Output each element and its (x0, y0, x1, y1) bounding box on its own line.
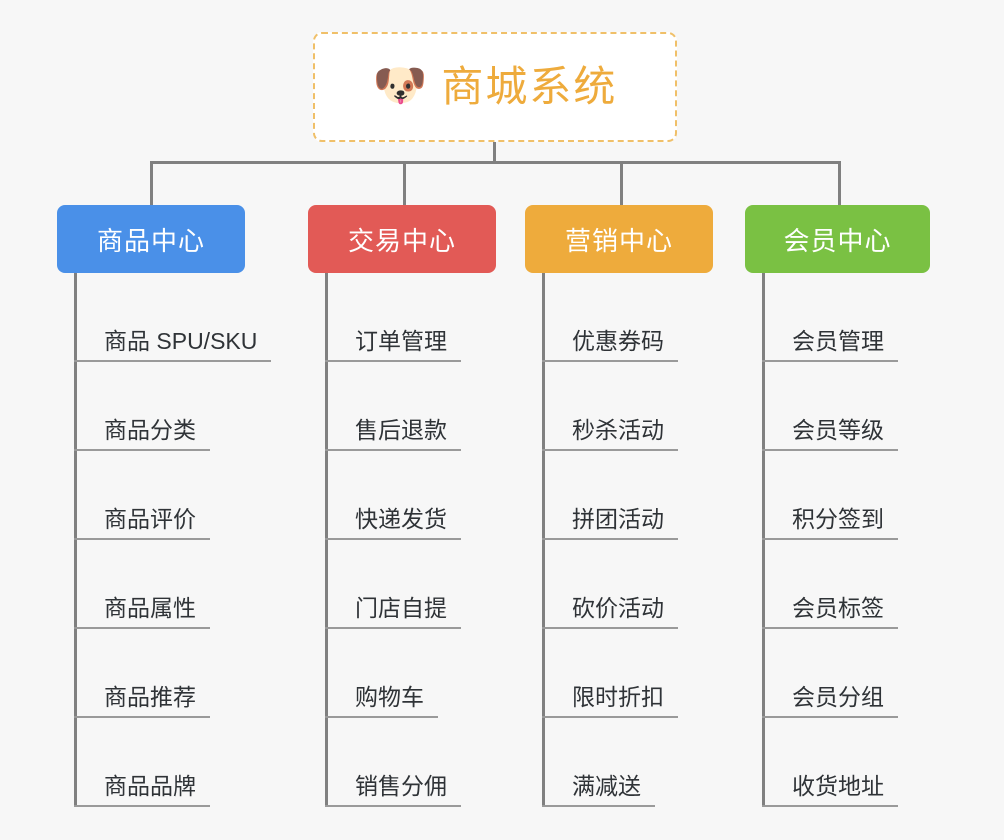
leaf-item[interactable]: 售后退款 (308, 362, 498, 451)
connector-trunk (762, 273, 765, 807)
category-header-member-center[interactable]: 会员中心 (745, 205, 930, 273)
leaf-item[interactable]: 收货地址 (745, 718, 932, 807)
leaf-label: 商品分类 (74, 417, 210, 451)
leaf-label: 销售分佣 (325, 773, 461, 807)
leaf-item[interactable]: 会员等级 (745, 362, 932, 451)
leaf-label: 门店自提 (325, 595, 461, 629)
leaf-list-trade-center: 订单管理 售后退款 快递发货 门店自提 购物车 销售分佣 (308, 273, 498, 807)
connector-drop-1 (150, 161, 153, 205)
leaf-label: 拼团活动 (542, 506, 678, 540)
leaf-item[interactable]: 商品品牌 (57, 718, 247, 807)
column-marketing-center: 营销中心 优惠券码 秒杀活动 拼团活动 砍价活动 限时折扣 满减送 (525, 205, 715, 807)
leaf-label: 满减送 (542, 773, 655, 807)
category-header-trade-center[interactable]: 交易中心 (308, 205, 496, 273)
category-header-product-center[interactable]: 商品中心 (57, 205, 245, 273)
leaf-item[interactable]: 会员分组 (745, 629, 932, 718)
leaf-label: 商品属性 (74, 595, 210, 629)
connector-drop-3 (620, 161, 623, 205)
leaf-item[interactable]: 销售分佣 (308, 718, 498, 807)
dog-face-icon: 🐶 (372, 61, 428, 110)
leaf-item[interactable]: 积分签到 (745, 451, 932, 540)
leaf-item[interactable]: 会员标签 (745, 540, 932, 629)
leaf-label: 限时折扣 (542, 684, 678, 718)
leaf-label: 商品 SPU/SKU (74, 328, 272, 362)
connector-drop-2 (403, 161, 406, 205)
leaf-label: 会员等级 (762, 417, 898, 451)
leaf-label: 优惠券码 (542, 328, 678, 362)
leaf-item[interactable]: 商品分类 (57, 362, 247, 451)
connector-trunk (74, 273, 77, 807)
leaf-label: 会员标签 (762, 595, 898, 629)
leaf-label: 商品品牌 (74, 773, 210, 807)
leaf-item[interactable]: 会员管理 (745, 273, 932, 362)
leaf-label: 购物车 (325, 684, 438, 718)
leaf-label: 积分签到 (762, 506, 898, 540)
category-label: 商品中心 (96, 225, 205, 256)
leaf-item[interactable]: 门店自提 (308, 540, 498, 629)
leaf-item[interactable]: 快递发货 (308, 451, 498, 540)
leaf-item[interactable]: 购物车 (308, 629, 498, 718)
leaf-item[interactable]: 砍价活动 (525, 540, 715, 629)
leaf-label: 快递发货 (325, 506, 461, 540)
category-header-marketing-center[interactable]: 营销中心 (525, 205, 713, 273)
leaf-label: 订单管理 (325, 328, 461, 362)
leaf-label: 会员管理 (762, 328, 898, 362)
leaf-item[interactable]: 限时折扣 (525, 629, 715, 718)
leaf-item[interactable]: 商品 SPU/SKU (57, 273, 272, 362)
leaf-item[interactable]: 商品推荐 (57, 629, 247, 718)
category-label: 营销中心 (564, 225, 673, 256)
leaf-item[interactable]: 商品属性 (57, 540, 247, 629)
leaf-label: 收货地址 (762, 773, 898, 807)
leaf-item[interactable]: 秒杀活动 (525, 362, 715, 451)
root-title: 商城系统 (441, 63, 618, 110)
leaf-label: 砍价活动 (542, 595, 678, 629)
column-trade-center: 交易中心 订单管理 售后退款 快递发货 门店自提 购物车 销售分佣 (308, 205, 498, 807)
leaf-item[interactable]: 满减送 (525, 718, 715, 807)
category-label: 会员中心 (783, 225, 892, 256)
leaf-list-marketing-center: 优惠券码 秒杀活动 拼团活动 砍价活动 限时折扣 满减送 (525, 273, 715, 807)
leaf-item[interactable]: 优惠券码 (525, 273, 715, 362)
column-product-center: 商品中心 商品 SPU/SKU 商品分类 商品评价 商品属性 商品推荐 商品品牌 (57, 205, 272, 807)
connector-root-stem (493, 142, 496, 164)
leaf-list-member-center: 会员管理 会员等级 积分签到 会员标签 会员分组 收货地址 (745, 273, 932, 807)
leaf-label: 秒杀活动 (542, 417, 678, 451)
leaf-label: 售后退款 (325, 417, 461, 451)
leaf-label: 商品推荐 (74, 684, 210, 718)
leaf-label: 商品评价 (74, 506, 210, 540)
root-node-商城系统[interactable]: 🐶 商城系统 (313, 32, 677, 142)
connector-trunk (542, 273, 545, 807)
connector-horizontal-bus (150, 161, 841, 164)
connector-trunk (325, 273, 328, 807)
column-member-center: 会员中心 会员管理 会员等级 积分签到 会员标签 会员分组 收货地址 (745, 205, 932, 807)
leaf-item[interactable]: 拼团活动 (525, 451, 715, 540)
leaf-item[interactable]: 商品评价 (57, 451, 247, 540)
category-label: 交易中心 (347, 225, 456, 256)
connector-drop-4 (838, 161, 841, 205)
leaf-item[interactable]: 订单管理 (308, 273, 498, 362)
leaf-list-product-center: 商品 SPU/SKU 商品分类 商品评价 商品属性 商品推荐 商品品牌 (57, 273, 272, 807)
leaf-label: 会员分组 (762, 684, 898, 718)
